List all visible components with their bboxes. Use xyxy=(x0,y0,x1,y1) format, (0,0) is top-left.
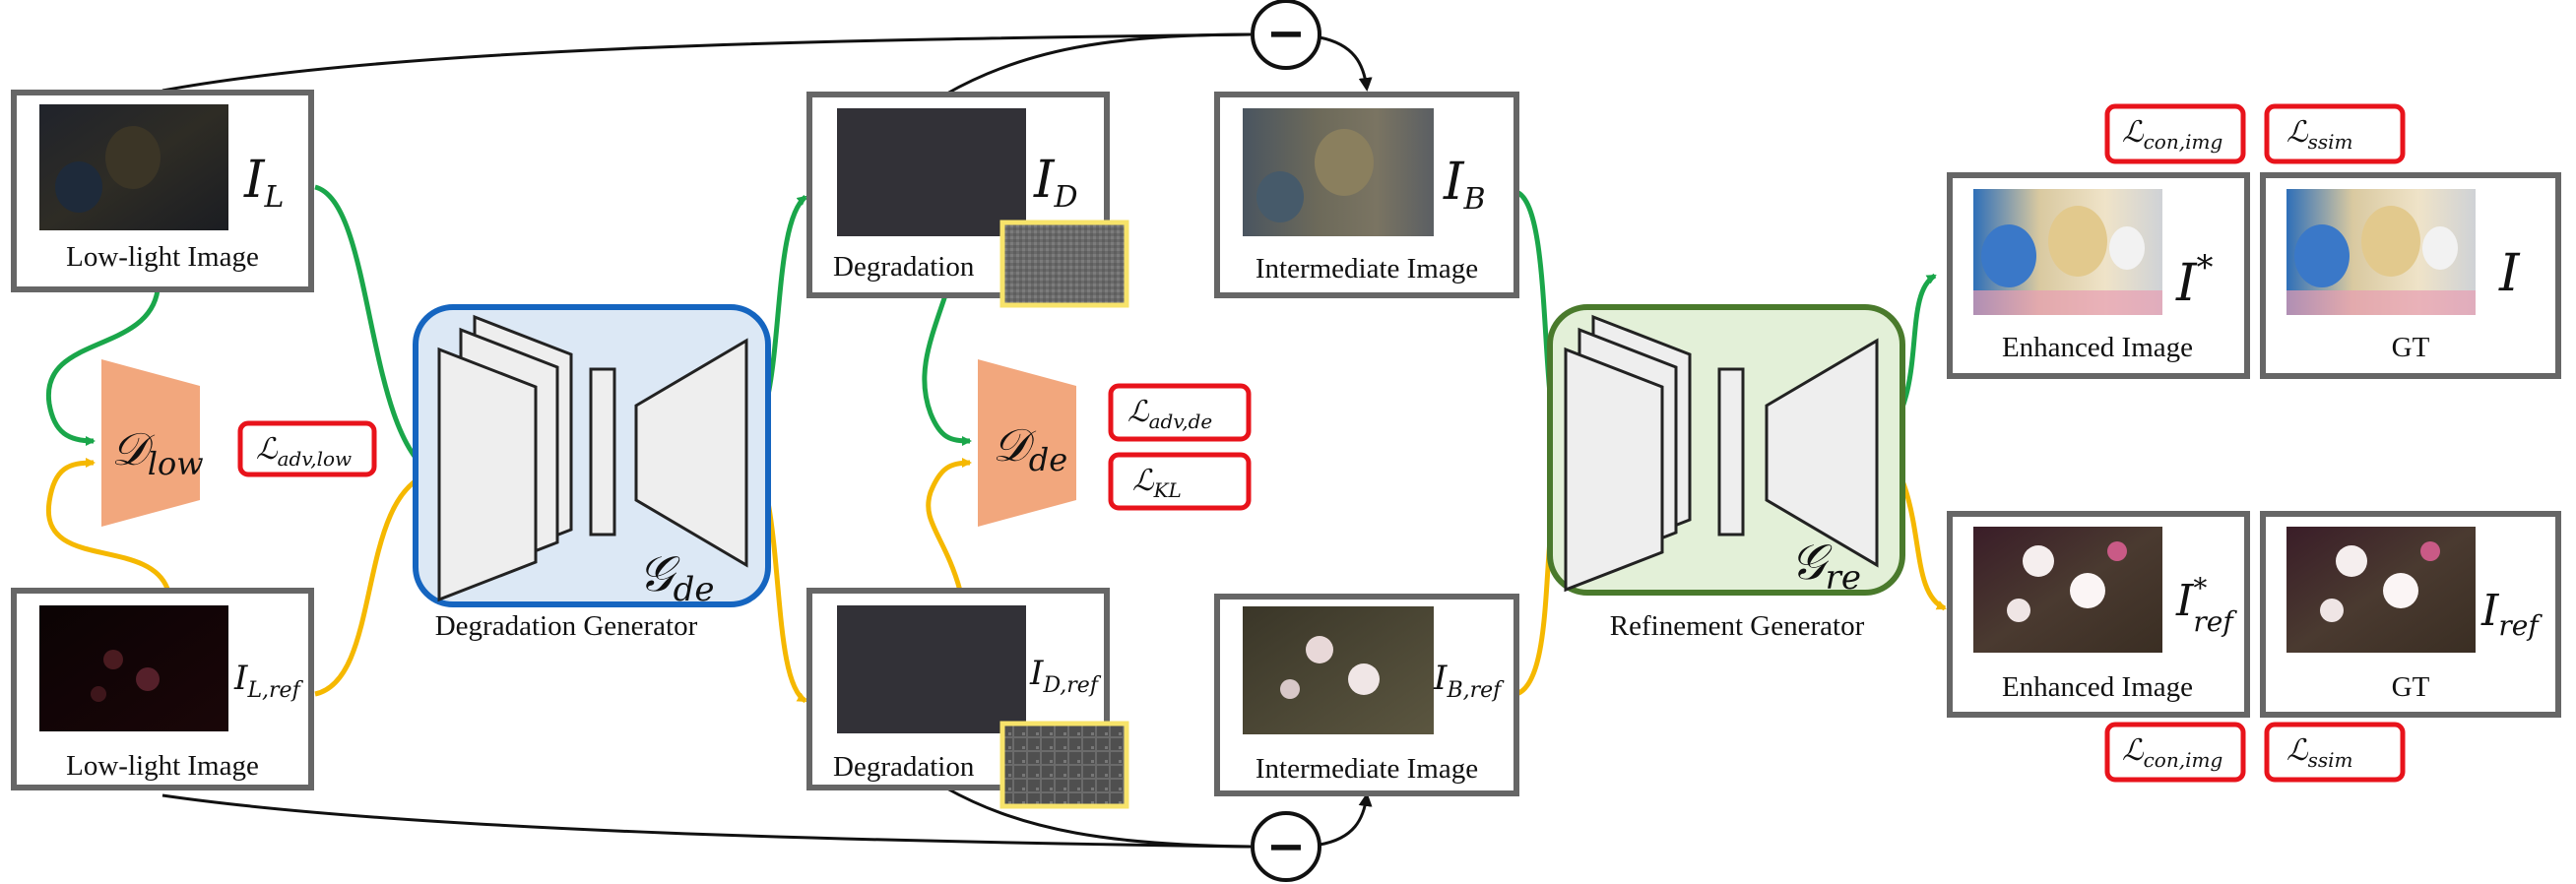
degradation-box: ID Degradation xyxy=(806,92,1129,308)
enhanced-symbol: I* xyxy=(2175,248,2214,313)
degradation-generator-caption: Degradation Generator xyxy=(435,610,698,642)
refinement-generator-caption: Refinement Generator xyxy=(1610,610,1865,642)
enhanced-ref-caption: Enhanced Image xyxy=(2002,671,2193,703)
arrow-subtract-to-intermediate-ref xyxy=(1319,792,1373,847)
svg-text:ℒadv,de: ℒadv,de xyxy=(1127,395,1212,433)
gt-ref-caption: GT xyxy=(2392,671,2430,703)
decoder-block xyxy=(1765,338,1879,568)
low-light-caption: Low-light Image xyxy=(66,241,259,273)
low-light-symbol: IL xyxy=(243,151,284,215)
loss-ssim-top: ℒssim xyxy=(2264,103,2406,164)
bottleneck-block xyxy=(1717,367,1745,537)
discriminator-low-symbol: 𝒟low xyxy=(111,422,204,482)
low-light-ref-thumbnail xyxy=(39,605,228,731)
enhanced-ref-thumbnail xyxy=(1973,527,2162,653)
low-light-ref-caption: Low-light Image xyxy=(66,750,259,782)
discriminator-de: 𝒟de xyxy=(978,359,1076,527)
gt-image-box: I GT xyxy=(2260,172,2561,379)
flower-shape xyxy=(103,650,123,669)
encoder-block xyxy=(437,347,538,602)
minus-sign: − xyxy=(1266,819,1306,874)
low-light-ref-image-box: IL,ref Low-light Image xyxy=(11,588,314,790)
green-low-to-generator xyxy=(314,184,435,477)
svg-text:ℒssim: ℒssim xyxy=(2286,733,2353,772)
teddy-bear-shape xyxy=(105,126,161,189)
plush-shape xyxy=(55,161,102,213)
subtract-operator-top: − xyxy=(1251,0,1321,70)
enhanced-image-box: I* Enhanced Image xyxy=(1947,172,2250,379)
bottleneck-block xyxy=(589,367,616,537)
degradation-map-thumbnail xyxy=(837,108,1026,236)
yellow-low-ref-to-disc xyxy=(45,458,170,591)
loss-con-img-bottom: ℒcon,img xyxy=(2104,722,2246,783)
arrow-subtract-to-intermediate xyxy=(1319,35,1373,92)
refinement-generator: 𝒢re xyxy=(1547,304,1905,598)
skip-line-bottom-to-subtract xyxy=(161,793,1252,849)
svg-text:ℒKL: ℒKL xyxy=(1132,464,1182,502)
intermediate-caption: Intermediate Image xyxy=(1256,253,1478,284)
enhanced-caption: Enhanced Image xyxy=(2002,332,2193,363)
intermediate-ref-caption: Intermediate Image xyxy=(1256,753,1478,785)
loss-adv-low: ℒadv,low xyxy=(237,420,377,477)
gt-ref-image-box: Iref GT xyxy=(2260,511,2561,718)
degradation-ref-box: ID,ref Degradation xyxy=(806,588,1129,809)
degradation-generator: 𝒢de xyxy=(413,304,771,609)
yellow-degradation-ref-to-disc xyxy=(926,458,972,592)
gt-ref-thumbnail xyxy=(2286,527,2476,653)
svg-text:ℒadv,low: ℒadv,low xyxy=(256,432,352,471)
skip-line-top-to-subtract xyxy=(161,32,1252,93)
intermediate-ref-thumbnail xyxy=(1243,606,1434,734)
svg-text:ℒcon,img: ℒcon,img xyxy=(2122,733,2222,772)
loss-con-img-top: ℒcon,img xyxy=(2104,103,2246,164)
low-light-ref-symbol: IL,ref xyxy=(233,659,304,703)
green-low-to-disc xyxy=(45,289,161,446)
encoder-block xyxy=(1564,347,1664,593)
subtract-operator-bottom: − xyxy=(1251,811,1321,882)
gt-ref-symbol: Iref xyxy=(2480,586,2543,642)
intermediate-ref-image-box: IB,ref Intermediate Image xyxy=(1214,594,1519,796)
degradation-symbol: ID xyxy=(1033,151,1078,215)
svg-text:ℒcon,img: ℒcon,img xyxy=(2122,115,2222,154)
intermediate-image-box: IB Intermediate Image xyxy=(1214,92,1519,298)
intermediate-symbol: IB xyxy=(1443,153,1486,217)
enhanced-ref-image-box: I*ref Enhanced Image xyxy=(1947,511,2250,718)
svg-text:ℒssim: ℒssim xyxy=(2286,115,2353,154)
minus-sign: − xyxy=(1266,6,1306,61)
yellow-low-ref-to-generator xyxy=(314,470,435,697)
degradation-ref-caption: Degradation xyxy=(833,751,975,783)
green-degradation-to-disc xyxy=(922,294,972,446)
discriminator-low: 𝒟low xyxy=(101,359,204,527)
degradation-caption: Degradation xyxy=(833,251,975,283)
gt-symbol: I xyxy=(2498,244,2521,303)
enhanced-ref-symbol: I*ref xyxy=(2175,572,2237,638)
loss-ssim-bottom: ℒssim xyxy=(2264,722,2406,783)
intermediate-ref-symbol: IB,ref xyxy=(1433,659,1505,703)
decoder-block xyxy=(634,338,748,568)
loss-kl: ℒKL xyxy=(1108,452,1252,511)
degradation-ref-detail-zoom xyxy=(999,721,1129,809)
line-degradation-to-subtract xyxy=(944,32,1252,96)
gt-caption: GT xyxy=(2392,332,2430,363)
loss-adv-de: ℒadv,de xyxy=(1108,383,1252,442)
degradation-detail-zoom xyxy=(999,220,1129,308)
degradation-ref-symbol: ID,ref xyxy=(1029,654,1102,698)
line-degradation-ref-to-subtract xyxy=(944,786,1252,849)
degradation-ref-map-thumbnail xyxy=(837,605,1026,733)
low-light-image-box: IL Low-light Image xyxy=(11,90,314,292)
